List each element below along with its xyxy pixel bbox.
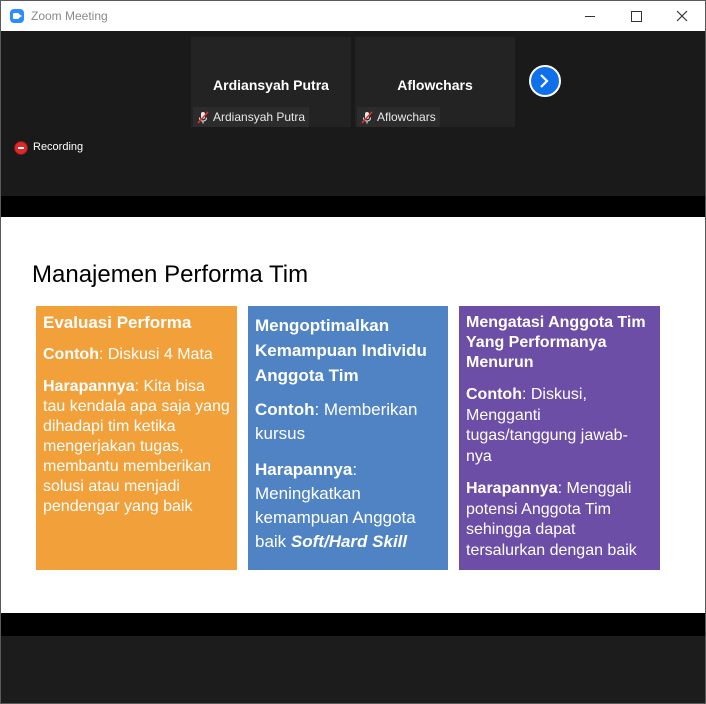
zoom-app-icon [10, 9, 24, 23]
window-title: Zoom Meeting [31, 9, 108, 23]
participant-tile[interactable]: Aflowchars Aflowchars [355, 37, 515, 127]
card-example: Contoh: Memberikan kursus [255, 398, 441, 446]
participant-display-name: Ardiansyah Putra [213, 77, 329, 93]
card-hope: Harapannya: Kita bisa tau kendala apa sa… [43, 377, 230, 517]
card-example: Contoh: Diskusi 4 Mata [43, 345, 230, 365]
letterbox-top [1, 196, 705, 217]
maximize-button[interactable] [613, 1, 659, 31]
recording-dot-icon [15, 142, 27, 154]
recording-label: Recording [33, 141, 84, 153]
card-hope: Harapannya: Meningkatkan kemampuan Anggo… [255, 458, 441, 554]
hope-label: Harapannya [255, 460, 353, 479]
shared-screen-slide: Manajemen Performa Tim Evaluasi Performa… [1, 217, 705, 613]
hope-label: Harapannya [43, 378, 135, 395]
card-example: Contoh: Diskusi, Mengganti tugas/tanggun… [466, 385, 653, 467]
close-icon [676, 10, 688, 22]
card-evaluasi-performa: Evaluasi Performa Contoh: Diskusi 4 Mata… [36, 306, 237, 570]
example-label: Contoh [255, 400, 315, 419]
participant-label-text: Aflowchars [377, 110, 436, 124]
title-bar: Zoom Meeting [1, 1, 705, 31]
example-label: Contoh [43, 346, 99, 363]
card-heading: Evaluasi Performa [43, 313, 192, 332]
example-text: : Memberikan kursus [255, 400, 418, 443]
participant-name-label: Ardiansyah Putra [193, 107, 310, 127]
card-heading: Mengoptimalkan Kemampuan Individu Anggot… [255, 316, 427, 385]
participant-tile[interactable]: Ardiansyah Putra Ardiansyah Putra [191, 37, 351, 127]
participant-label-text: Ardiansyah Putra [213, 110, 306, 124]
chevron-right-icon [540, 74, 549, 88]
example-label: Contoh [466, 386, 522, 403]
example-text: : Diskusi 4 Mata [98, 346, 213, 363]
card-heading: Mengatasi Anggota Tim Yang Performanya M… [466, 314, 646, 371]
participant-strip: Ardiansyah Putra Ardiansyah Putra Aflowc… [1, 31, 705, 196]
participant-display-name: Aflowchars [397, 77, 473, 93]
hope-text: : Kita bisa tau kendala apa saja yang di… [43, 378, 230, 515]
microphone-muted-icon [197, 111, 209, 124]
hope-label: Harapannya [466, 480, 558, 497]
card-mengatasi-anggota: Mengatasi Anggota Tim Yang Performanya M… [459, 306, 660, 570]
minimize-button[interactable] [567, 1, 613, 31]
hope-text: : Meningkatkan kemampuan Anggota baik [255, 460, 416, 551]
card-mengoptimalkan-kemampuan: Mengoptimalkan Kemampuan Individu Anggot… [248, 306, 448, 570]
next-participants-button[interactable] [529, 65, 561, 97]
close-button[interactable] [659, 1, 705, 31]
participant-name-label: Aflowchars [357, 107, 440, 127]
meeting-footer-area [1, 636, 705, 703]
hope-text: : Menggali potensi Anggota Tim sehingga … [466, 480, 637, 559]
example-text: : Diskusi, Mengganti tugas/tanggung jawa… [466, 386, 628, 465]
hope-emphasis: Soft/Hard Skill [290, 532, 408, 551]
microphone-muted-icon [361, 111, 373, 124]
card-hope: Harapannya: Menggali potensi Anggota Tim… [466, 479, 653, 561]
slide-title: Manajemen Performa Tim [32, 261, 309, 288]
letterbox-bottom [1, 613, 705, 636]
